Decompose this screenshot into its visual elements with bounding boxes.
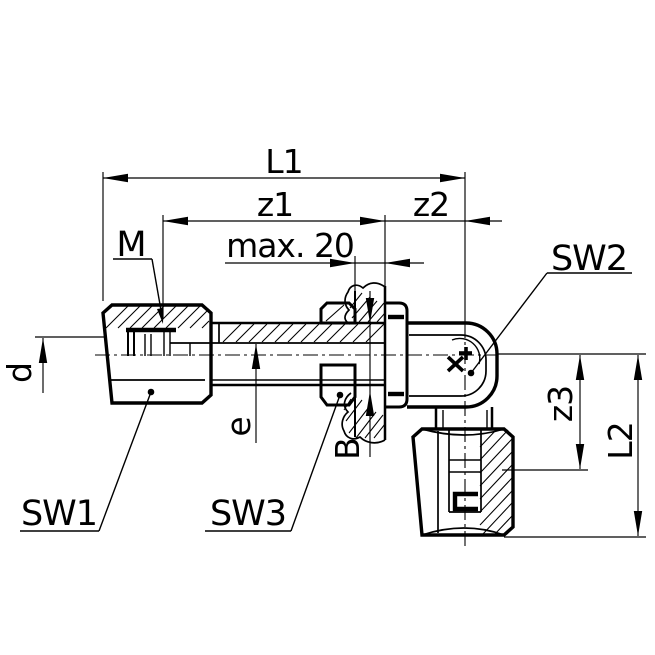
dim-label-z2: z2 (413, 185, 449, 224)
dim-label-d: d (0, 363, 39, 383)
dim-label-l2: L2 (601, 422, 640, 459)
dim-label-b: B (328, 438, 367, 460)
dim-label-max20: max. 20 (226, 226, 354, 265)
labels: L1 z1 z2 max. 20 M SW1 SW3 SW2 d e B z3 … (0, 142, 640, 534)
axis-intersection-mark (446, 347, 472, 373)
locknut-sw3 (319, 301, 357, 407)
centerlines (95, 323, 497, 548)
callout-label-sw3: SW3 (210, 494, 286, 534)
threaded-shaft (170, 321, 385, 387)
union-nut-vertical-leg (411, 427, 515, 537)
callout-label-sw1: SW1 (21, 494, 97, 534)
dim-label-e: e (219, 417, 258, 436)
callout-label-sw2: SW2 (551, 239, 627, 279)
dim-label-z1: z1 (257, 185, 293, 224)
union-nut-sw1 (101, 303, 213, 405)
dimension-arrowheads (38, 173, 643, 536)
callout-label-m: M (116, 225, 145, 265)
elbow-body (385, 301, 499, 429)
dim-label-z3: z3 (541, 386, 580, 422)
bulkhead-panel (341, 282, 387, 444)
section-hatching (105, 292, 513, 535)
leader-lines (20, 258, 632, 532)
dim-label-l1: L1 (265, 142, 302, 181)
